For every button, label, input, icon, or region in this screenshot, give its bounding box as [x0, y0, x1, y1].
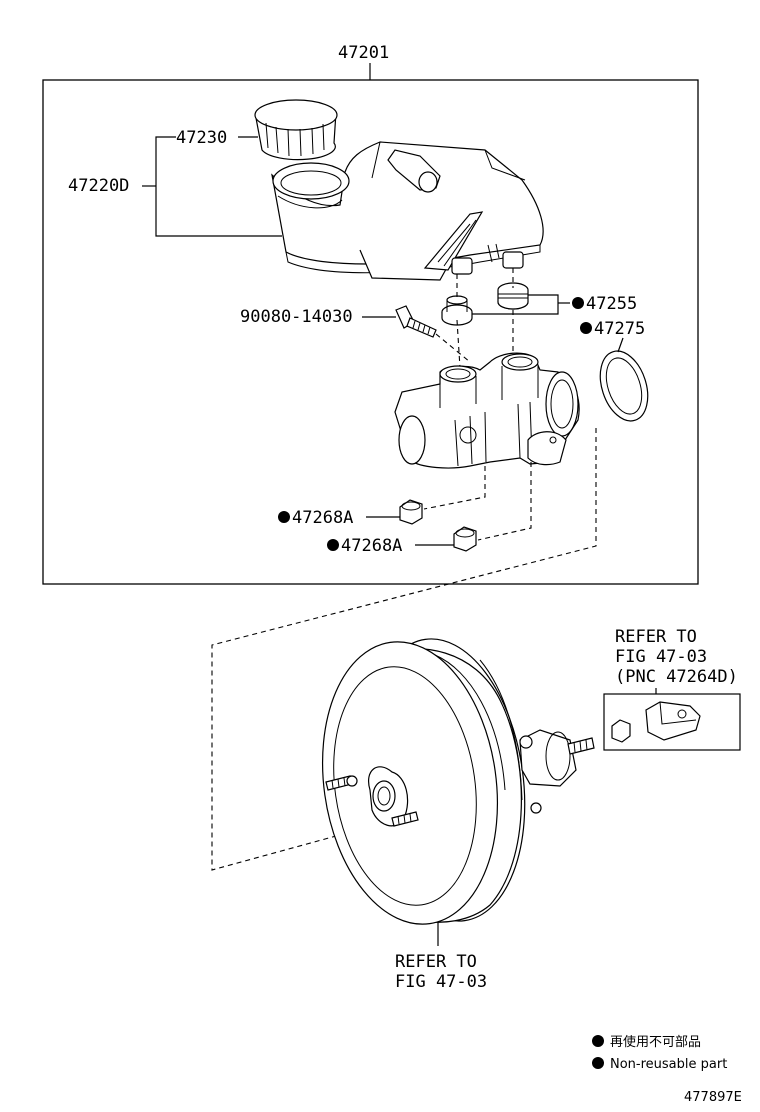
non-reusable-marker-grommet: [572, 297, 584, 309]
brake-booster[interactable]: [305, 629, 595, 936]
non-reusable-marker-oring: [580, 322, 592, 334]
legend-marker-jp: [592, 1035, 604, 1047]
plug-upper[interactable]: [399, 499, 423, 525]
figure-code: 477897E: [684, 1090, 742, 1105]
legend-non-reusable-en: Non-reusable part: [610, 1057, 727, 1072]
grommet-left[interactable]: [441, 295, 473, 326]
grommet-right[interactable]: [497, 282, 529, 310]
reservoir-tank[interactable]: [271, 141, 544, 281]
bolt[interactable]: [395, 305, 437, 338]
refer-bracket-line1[interactable]: REFER TO: [615, 627, 697, 647]
refer-booster-line1[interactable]: REFER TO: [395, 952, 477, 972]
plug-lower[interactable]: [453, 526, 477, 552]
legend-non-reusable-jp: 再使用不可部品: [610, 1034, 701, 1050]
label-plug-lower[interactable]: 47268A: [341, 536, 402, 556]
refer-bracket-line3[interactable]: (PNC 47264D): [615, 667, 738, 687]
o-ring[interactable]: [592, 345, 656, 427]
bracket-reference-box: [603, 693, 741, 751]
refer-bracket-line2[interactable]: FIG 47-03: [615, 647, 707, 667]
legend-marker-en: [592, 1057, 604, 1069]
label-cap[interactable]: 47230: [176, 128, 227, 148]
non-reusable-marker-plug-upper: [278, 511, 290, 523]
bracket[interactable]: [611, 701, 701, 743]
label-oring[interactable]: 47275: [594, 319, 645, 339]
label-bolt[interactable]: 90080-14030: [240, 307, 353, 327]
label-plug-upper[interactable]: 47268A: [292, 508, 353, 528]
non-reusable-marker-plug-lower: [327, 539, 339, 551]
label-grommet[interactable]: 47255: [586, 294, 637, 314]
reservoir-cap[interactable]: [254, 99, 338, 161]
assembly-frame: [42, 79, 699, 585]
label-reservoir[interactable]: 47220D: [68, 176, 129, 196]
master-cylinder[interactable]: [394, 352, 580, 469]
refer-booster-line2[interactable]: FIG 47-03: [395, 972, 487, 992]
assembly-label[interactable]: 47201: [338, 43, 389, 63]
